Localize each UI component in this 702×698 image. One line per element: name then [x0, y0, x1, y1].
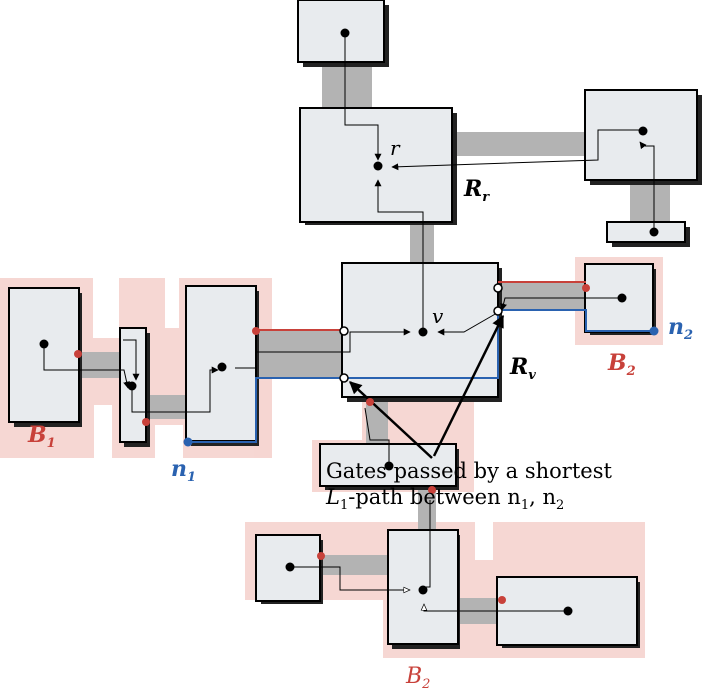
red-boundary	[256, 281, 586, 331]
blue-endpoint-dots	[183, 326, 659, 447]
caption-line-1: Gates passed by a shortest	[326, 459, 612, 483]
caption-line-2: L1-path between n1, n2	[325, 485, 564, 513]
gate-circles	[339, 283, 503, 383]
gate-arrows	[349, 314, 505, 459]
label-B1: B1	[27, 422, 56, 451]
vertex-dots	[39, 28, 659, 616]
label-n1: n1	[171, 456, 196, 485]
room-R-v	[341, 262, 499, 398]
corridors	[78, 62, 670, 624]
labels: r v Rr Rv B1 B2 B2 n1 n2 Gates passed by…	[27, 136, 693, 692]
room-right-small	[606, 221, 686, 243]
red-gate-dots	[74, 284, 590, 604]
label-r: r	[390, 136, 401, 160]
label-n2: n2	[668, 314, 693, 343]
label-B2-top: B2	[607, 350, 636, 379]
highlight-inner-white	[93, 278, 493, 658]
label-v: v	[432, 304, 444, 328]
blue-paths	[188, 309, 650, 443]
label-R-r: Rr	[463, 176, 490, 205]
label-B2-bottom: B2	[405, 664, 430, 692]
label-R-v: Rv	[509, 354, 536, 383]
